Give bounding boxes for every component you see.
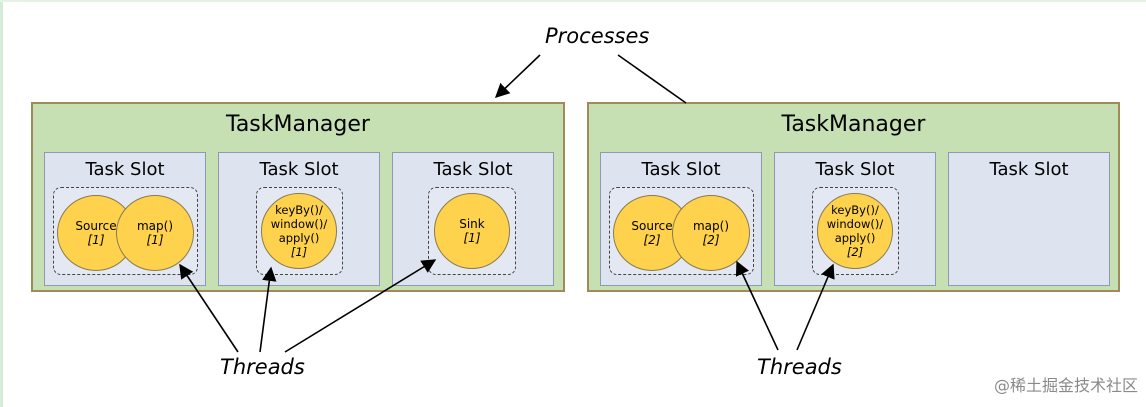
operator-keyby-window-apply-2: keyBy()/ window()/ apply() [2] [817, 193, 893, 269]
task-slot-1-1: Task Slot Source [1] map() [1] [44, 152, 206, 286]
thread-arrow-1 [179, 263, 239, 353]
task-slot-title: Task Slot [259, 159, 339, 180]
thread-arrow-4 [735, 260, 779, 351]
operator-parallelism: [1] [146, 233, 164, 247]
task-slot-title: Task Slot [815, 159, 895, 180]
operator-parallelism: [1] [463, 231, 481, 245]
task-slot-2-3: Task Slot [948, 152, 1110, 286]
task-slot-1-2: Task Slot keyBy()/ window()/ apply() [1] [218, 152, 380, 286]
threads-label-left: Threads [220, 355, 305, 379]
threads-label-right: Threads [757, 355, 842, 379]
task-manager-2-title: TaskManager [781, 112, 926, 137]
top-edge-strip [0, 0, 1146, 2]
task-slot-2-2: Task Slot keyBy()/ window()/ apply() [2] [774, 152, 936, 286]
operator-name: map() [692, 219, 730, 233]
operator-name: keyBy()/ window()/ apply() [826, 203, 884, 245]
operator-name: map() [136, 219, 174, 233]
operator-parallelism: [2] [702, 233, 720, 247]
operator-source-1: Source [1] [57, 195, 135, 271]
operator-parallelism: [1] [290, 245, 308, 259]
task-manager-1: TaskManager Task Slot Source [1] map() [… [31, 102, 565, 292]
left-edge-strip [0, 0, 3, 407]
operator-parallelism: [2] [846, 245, 864, 259]
watermark: @稀土掘金技术社区 [993, 376, 1138, 395]
operator-name: Sink [459, 217, 485, 231]
operator-map-1: map() [1] [116, 195, 194, 271]
operator-keyby-window-apply-1: keyBy()/ window()/ apply() [1] [261, 193, 337, 269]
thread-arrow-2 [259, 266, 277, 353]
operator-name: keyBy()/ window()/ apply() [270, 203, 328, 245]
task-slot-1-3: Task Slot Sink [1] [392, 152, 554, 286]
task-slot-title: Task Slot [85, 159, 165, 180]
operator-parallelism: [1] [87, 233, 105, 247]
operator-sink-1: Sink [1] [434, 193, 510, 269]
processes-label: Processes [545, 24, 650, 48]
thread-arrow-3 [284, 259, 437, 353]
task-slot-title: Task Slot [641, 159, 721, 180]
task-slot-title: Task Slot [989, 159, 1069, 180]
process-arrow-left [494, 54, 541, 98]
thread-arrow-5 [796, 263, 835, 351]
task-slot-title: Task Slot [433, 159, 513, 180]
operator-name: Source [75, 219, 117, 233]
task-manager-2: TaskManager Task Slot Source [2] map() [… [587, 102, 1120, 292]
operator-map-2: map() [2] [672, 195, 750, 271]
task-slot-2-1: Task Slot Source [2] map() [2] [600, 152, 762, 286]
task-manager-1-title: TaskManager [226, 112, 370, 137]
process-line-right [617, 54, 687, 104]
operator-parallelism: [2] [643, 233, 661, 247]
operator-name: Source [631, 219, 673, 233]
